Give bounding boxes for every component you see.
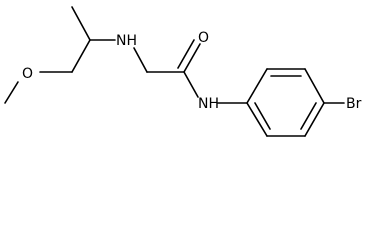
structure-svg: NH O O NH Br <box>4 6 362 137</box>
ring-bond-4 <box>304 102 325 137</box>
bond-carbonyl-nh-amide <box>183 71 199 98</box>
bond-ch-ch2 <box>71 39 91 73</box>
ring-inner-double-2 <box>300 102 317 130</box>
bond-carbonyl-o-1 <box>183 43 201 73</box>
atom-label-layer: NH O O NH Br <box>22 30 362 112</box>
bond-nh-amine-ch2 <box>133 47 148 73</box>
bond-methyl-ch <box>71 6 91 41</box>
atom-nh-amine: NH <box>116 33 137 49</box>
molecule-structure-diagram: NH O O NH Br <box>4 6 362 137</box>
ring-inner-double-3 <box>254 102 271 130</box>
bond-carbonyl-o-2 <box>177 39 195 69</box>
atom-oxygen-carbonyl: O <box>198 30 209 46</box>
bond-layer <box>4 6 345 137</box>
ring-bond-1 <box>246 68 268 104</box>
ring-bond-3 <box>304 68 325 104</box>
bond-o-ether-methyl <box>4 81 19 104</box>
atom-nh-amide: NH <box>198 96 219 112</box>
atom-oxygen-ether: O <box>22 66 33 82</box>
atom-bromine: Br <box>346 96 362 112</box>
ring-bond-6 <box>246 102 268 137</box>
